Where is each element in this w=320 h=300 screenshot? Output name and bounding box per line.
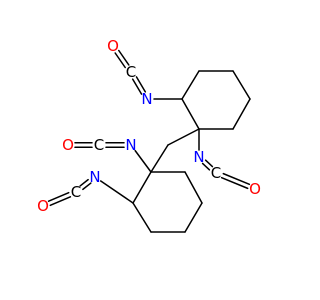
top-isocyanate-cn-double-bond-line-2 bbox=[131, 78, 143, 95]
carbon-atom-low-left-isocyanate: C bbox=[71, 183, 81, 201]
nitrogen-atom-top-ring-quaternary: N bbox=[193, 148, 204, 166]
low-left-isocyanate-co-double-bond-line-2 bbox=[49, 196, 72, 207]
low-left-isocyanate-co-double-bond-line-1 bbox=[47, 191, 70, 202]
top-ring-bond-4 bbox=[232, 70, 251, 100]
bridge-bond-top bbox=[167, 128, 200, 146]
nitrogen-atom-top-ring: N bbox=[141, 90, 152, 108]
right-isocyanate-cn-double-bond-line-1 bbox=[201, 162, 211, 171]
carbon-atom-right-isocyanate: C bbox=[211, 164, 221, 182]
bottom-ring-to-nitrogen-bond bbox=[100, 180, 134, 204]
bottom-ring-bond-1 bbox=[132, 171, 152, 204]
carbon-atom-left-isocyanate: C bbox=[94, 136, 104, 154]
nitrogen-atom-bottom-ring-quaternary: N bbox=[125, 136, 136, 154]
right-isocyanate-co-double-bond-line-2 bbox=[222, 172, 251, 186]
bottom-ring-quaternary-to-nitrogen-bond bbox=[134, 149, 152, 173]
bridge-bond-bottom bbox=[150, 144, 169, 173]
top-ring-bond-2 bbox=[181, 70, 200, 100]
bottom-ring-bond-4 bbox=[184, 202, 203, 233]
right-isocyanate-co-double-bond-line-1 bbox=[220, 176, 249, 190]
top-isocyanate-co-double-bond-line-1 bbox=[118, 49, 130, 66]
top-isocyanate-co-double-bond-line-2 bbox=[114, 52, 126, 69]
top-ring-bond-1 bbox=[181, 98, 200, 130]
oxygen-atom-left-isocyanate: O bbox=[62, 136, 74, 154]
oxygen-atom-low-left-isocyanate: O bbox=[37, 197, 49, 215]
right-isocyanate-cn-double-bond-line-2 bbox=[204, 159, 214, 168]
oxygen-atom-right-isocyanate: O bbox=[249, 180, 261, 198]
oxygen-atom-top-isocyanate: O bbox=[107, 37, 119, 55]
nitrogen-atom-bottom-ring: N bbox=[89, 168, 100, 186]
bonds-group bbox=[47, 49, 251, 233]
bottom-ring-bond-5 bbox=[184, 171, 203, 204]
low-left-isocyanate-cn-double-bond-line-2 bbox=[82, 182, 92, 191]
top-isocyanate-cn-double-bond-line-1 bbox=[135, 76, 147, 93]
carbon-atom-top-isocyanate: C bbox=[126, 63, 136, 81]
top-ring-bond-5 bbox=[232, 98, 251, 130]
low-left-isocyanate-cn-double-bond-line-1 bbox=[79, 178, 89, 187]
bottom-ring-bond-2 bbox=[132, 202, 152, 233]
